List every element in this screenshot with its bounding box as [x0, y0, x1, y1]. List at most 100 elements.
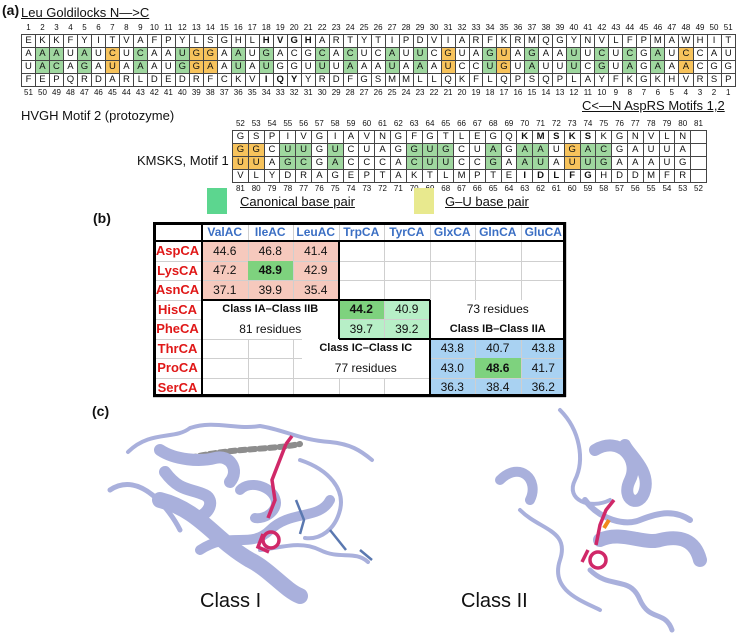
seq-cell: U	[90, 47, 106, 61]
seq-cell: G	[202, 47, 218, 61]
seq-cell: 17	[499, 88, 509, 97]
seq-cell: A	[326, 156, 344, 170]
seq-cell: P	[48, 73, 64, 87]
seq-cell: C	[692, 47, 708, 61]
seq-cell: K	[595, 130, 613, 144]
seq-cell: A	[374, 143, 391, 157]
seq-cell: 11	[583, 88, 593, 97]
seq-cell: U	[118, 47, 134, 61]
seq-cell: 3	[54, 23, 59, 32]
row-header: ProCA	[157, 360, 198, 376]
seq-cell: R	[314, 73, 330, 87]
seq-cell: 13	[555, 88, 565, 97]
seq-cell: 30	[429, 23, 439, 32]
seq-cell: G	[437, 143, 455, 157]
seq-cell: S	[706, 73, 722, 87]
seq-cell: 62	[536, 184, 545, 193]
seq-cell: G	[232, 143, 249, 157]
seq-cell: 19	[471, 88, 481, 97]
grid-line	[153, 319, 566, 320]
seq-cell: A	[532, 143, 549, 157]
seq-cell: 18	[261, 23, 271, 32]
seq-cell: A	[310, 169, 328, 183]
seq-cell: 3	[697, 88, 703, 97]
grid-line	[153, 260, 566, 262]
seq-cell: 14	[205, 23, 215, 32]
seq-cell: M	[384, 73, 400, 87]
seq-cell: C	[132, 47, 148, 61]
seq-cell: M	[398, 73, 414, 87]
seq-cell: A	[202, 60, 218, 74]
seq-cell: G	[636, 60, 652, 74]
seq-cell: 27	[387, 23, 397, 32]
seq-cell: 6	[655, 88, 661, 97]
seq-cell: C	[342, 156, 360, 170]
ia-value: 46.8	[258, 243, 282, 258]
ii-value: 38.4	[486, 380, 510, 395]
seq-cell: S	[547, 130, 565, 144]
seq-cell: G	[300, 47, 316, 61]
seq-cell: F	[405, 130, 423, 144]
thick-border	[428, 299, 431, 397]
seq-cell: A	[579, 143, 597, 157]
seq-cell: 52	[694, 184, 703, 193]
seq-cell: 4	[683, 88, 689, 97]
col-header: ValAC	[207, 224, 243, 239]
seq-cell: 45	[639, 23, 649, 32]
seq-cell: A	[62, 60, 78, 74]
seq-cell: P	[263, 130, 281, 144]
seq-cell: G	[310, 130, 328, 144]
seq-cell: A	[454, 34, 470, 48]
seq-cell: 14	[541, 88, 551, 97]
seq-cell: A	[626, 143, 644, 157]
seq-cell: 53	[678, 184, 688, 193]
seq-cell: A	[611, 156, 628, 170]
thick-border	[153, 394, 566, 397]
seq-cell: 38	[541, 23, 551, 32]
seq-cell: A	[132, 34, 148, 48]
seq-cell: R	[468, 34, 484, 48]
seq-cell: G	[310, 156, 328, 170]
seq-cell: A	[216, 47, 232, 61]
seq-cell: 75	[330, 184, 340, 193]
seq-cell: G	[216, 34, 232, 48]
ia-value: 35.4	[304, 282, 328, 297]
seq-cell: 1	[726, 88, 731, 97]
seq-cell: 60	[362, 119, 372, 128]
seq-cell: A	[538, 47, 554, 61]
seq-cell: G	[706, 60, 722, 74]
seq-cell: U	[356, 47, 372, 61]
panel-label-a: (a)	[2, 2, 20, 18]
seq-cell: 53	[251, 119, 261, 128]
seq-cell: G	[595, 156, 613, 170]
class-i-ligand	[255, 434, 294, 554]
seq-cell: U	[398, 47, 414, 61]
seq-cell: A	[642, 156, 660, 170]
seq-cell: 18	[485, 88, 495, 97]
seq-cell: 29	[331, 88, 341, 97]
seq-cell: G	[636, 73, 652, 87]
seq-cell: G	[579, 169, 597, 183]
ii-value: 43.8	[531, 341, 555, 356]
seq-cell: U	[384, 60, 400, 74]
seq-cell: F	[146, 34, 162, 48]
seq-cell: U	[468, 143, 486, 157]
seq-cell: 42	[597, 23, 607, 32]
col-header: GlnCA	[479, 224, 517, 239]
class-i-sidechains	[294, 499, 373, 561]
seq-cell: 7	[641, 88, 647, 97]
row-header: AspCA	[155, 243, 200, 259]
seq-cell: 5	[669, 88, 674, 97]
seq-cell: 41	[163, 88, 173, 97]
ic-value: 39.2	[395, 321, 419, 336]
seq-cell: Q	[538, 73, 554, 87]
col-header: TrpCA	[343, 224, 380, 239]
gu-legend-label: G–U base pair	[445, 194, 529, 209]
seq-cell: 21	[303, 23, 313, 32]
seq-cell: A	[650, 47, 666, 61]
seq-cell: U	[579, 156, 597, 170]
seq-cell: K	[496, 34, 512, 48]
seq-cell: C	[286, 47, 302, 61]
